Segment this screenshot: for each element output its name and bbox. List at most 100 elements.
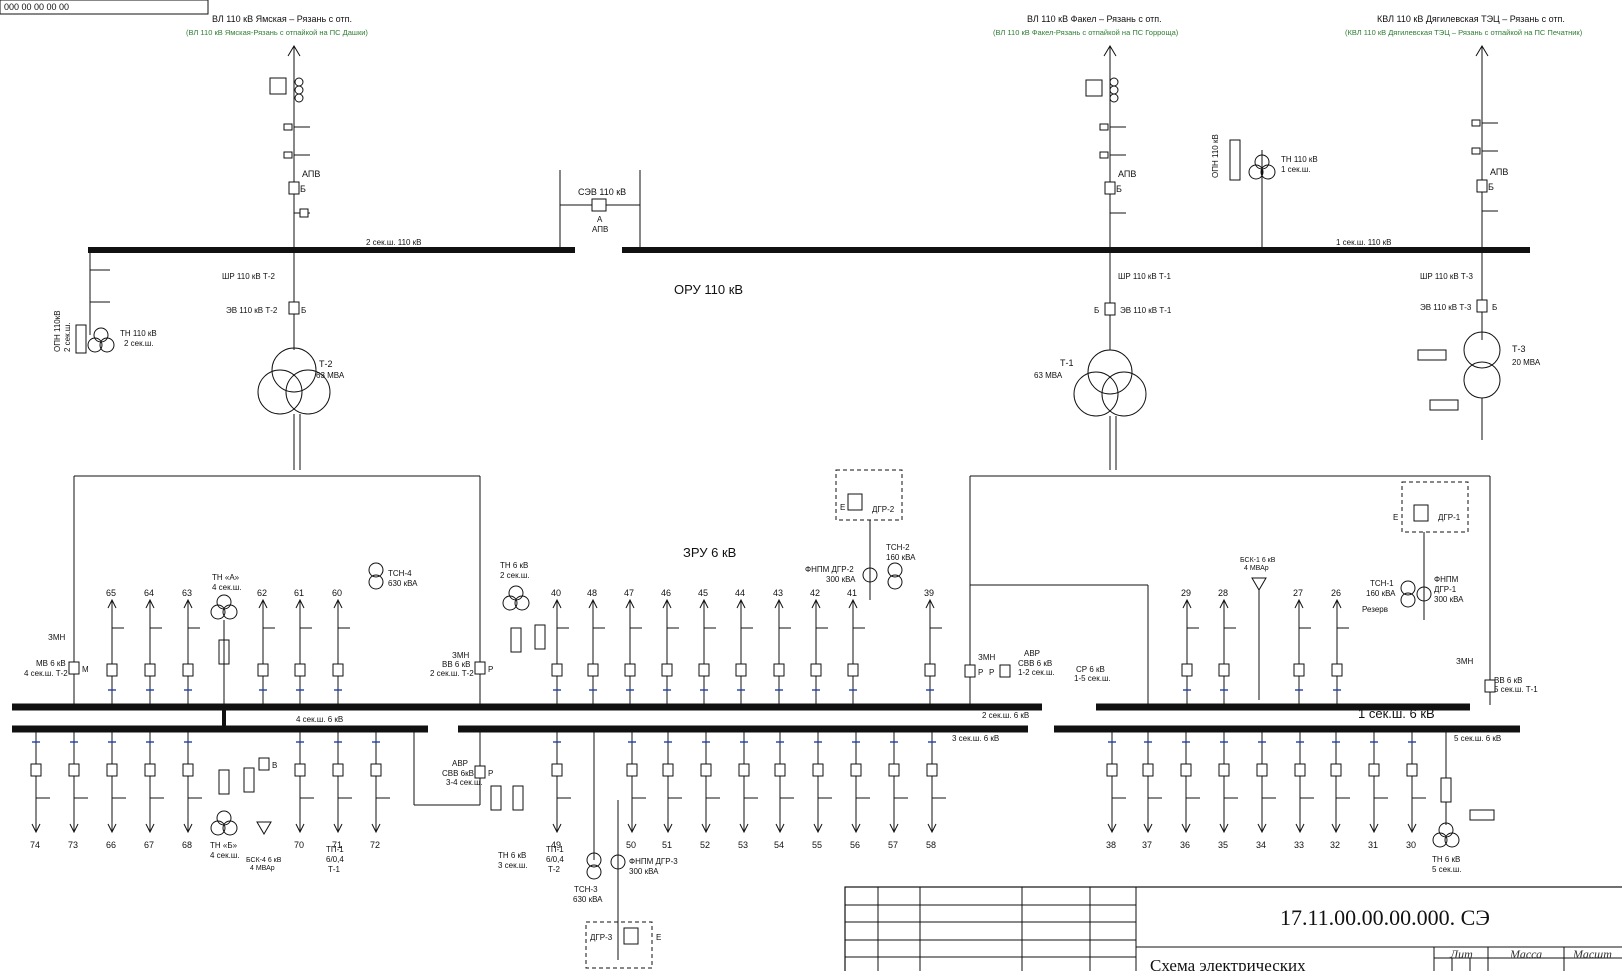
sr6-label: СР 6 кВ bbox=[1076, 665, 1105, 674]
sev-110-bay: СЭВ 110 кВ А АПВ bbox=[559, 170, 641, 250]
feeder-number: 63 bbox=[182, 588, 192, 598]
feeder-number: 39 bbox=[924, 588, 934, 598]
feeder-top: 64 bbox=[144, 588, 162, 705]
vv6-2-p: Р bbox=[488, 665, 493, 674]
feeder-bottom: 36 bbox=[1180, 729, 1200, 850]
feeder-number: 37 bbox=[1142, 840, 1152, 850]
bay-fakel: АПВ Б bbox=[1085, 45, 1136, 250]
feeder-number: 32 bbox=[1330, 840, 1340, 850]
line-fakel-subtitle: (ВЛ 110 кВ Факел-Рязань с отпайкой на ПС… bbox=[993, 28, 1179, 37]
feeder-bottom: 68 bbox=[182, 729, 202, 850]
feeder-bottom: 55 bbox=[812, 729, 832, 850]
th6-2-group: ТН 6 кВ 2 сек.ш. bbox=[500, 561, 546, 653]
avr-label-2: АВР bbox=[452, 759, 468, 768]
avr-label-1: АВР bbox=[1024, 649, 1040, 658]
th-b-label: ТН «Б» bbox=[210, 841, 238, 850]
feeder-bottom: 38 bbox=[1106, 729, 1126, 850]
feeder-number: 27 bbox=[1293, 588, 1303, 598]
feeder-number: 47 bbox=[624, 588, 634, 598]
tsn4-power: 630 кВА bbox=[388, 579, 418, 588]
feeder-bottom: 50 bbox=[626, 729, 646, 850]
bus-6-sec4-label: 4 сек.ш. 6 кВ bbox=[296, 715, 343, 724]
feeder-top: 44 bbox=[735, 588, 753, 705]
feeder-top: 47 bbox=[624, 588, 642, 705]
fnpm1-dgr: ДГР-1 bbox=[1434, 585, 1457, 594]
tp1-ratio: 6/0,4 bbox=[326, 855, 344, 864]
feeder-number: 45 bbox=[698, 588, 708, 598]
dgr1-group: Е ДГР-1 ТСН-1 160 кВА ФНПМ ДГР-1 300 кВА… bbox=[1362, 481, 1469, 620]
feeder-bottom: 37 bbox=[1142, 729, 1162, 850]
ev-t2-b: Б bbox=[301, 306, 306, 315]
opn110-2-label: ОПН 110кВ bbox=[53, 310, 62, 352]
vv6-1-label: ВВ 6 кВ bbox=[1494, 676, 1522, 685]
feeder-bottom: 73 bbox=[68, 729, 88, 850]
csv34-label: СВВ 6кВ bbox=[442, 769, 474, 778]
csv12-sec: 1-2 сек.ш. bbox=[1018, 668, 1055, 677]
feeder-top: 39 bbox=[924, 588, 942, 705]
stamp-scale: Масшт bbox=[1572, 947, 1612, 961]
feeder-top: 43 bbox=[773, 588, 791, 705]
feeder-number: 48 bbox=[587, 588, 597, 598]
tsn3-power: 630 кВА bbox=[573, 895, 603, 904]
th-a-group: ТН «А» 4 сек.ш. ТСН-4 630 кВА bbox=[210, 562, 418, 705]
avr-34-group: Р АВР СВВ 6кВ 3-4 сек.ш. bbox=[413, 729, 493, 806]
bus-110-sec1-label: 1 сек.ш. 110 кВ bbox=[1336, 238, 1392, 247]
title-block: 17.11.00.00.00.000. СЭ Лит Масса Масшт С… bbox=[844, 886, 1622, 971]
zmn-label-3: ЗМН bbox=[978, 653, 995, 662]
feeder-number: 36 bbox=[1180, 840, 1190, 850]
feeder-bottom: 74 bbox=[30, 729, 50, 850]
tsn3-label: ТСН-3 bbox=[574, 885, 598, 894]
bus-6-sec5-label: 5 сек.ш. 6 кВ bbox=[1454, 734, 1501, 743]
tsn2-label: ТСН-2 bbox=[886, 543, 910, 552]
csv34-sec: 3-4 сек.ш. bbox=[446, 778, 483, 787]
feeder-number: 70 bbox=[294, 840, 304, 850]
feeder-number: 65 bbox=[106, 588, 116, 598]
fnpm3-label: ФНПМ ДГР-3 bbox=[629, 857, 678, 866]
feeder-bottom: 58 bbox=[926, 729, 946, 850]
line-dyagilev-title: КВЛ 110 кВ Дягилевская ТЭЦ – Рязань с от… bbox=[1377, 14, 1565, 24]
feeder-number: 61 bbox=[294, 588, 304, 598]
feeder-number: 71 bbox=[332, 840, 342, 850]
feeder-top: 29 bbox=[1181, 588, 1199, 705]
th110-2-group: ТН 110 кВ 2 сек.ш. ОПН 110кВ 2 сек.ш. bbox=[53, 250, 157, 354]
bsk4-power: 4 МВАр bbox=[250, 865, 275, 872]
th110-1-group: ТН 110 кВ 1 сек.ш. ОПН 110 кВ bbox=[1211, 134, 1318, 248]
apv-label-3: АПВ bbox=[1490, 167, 1508, 177]
feeder-number: 55 bbox=[812, 840, 822, 850]
th110-2-sec: 2 сек.ш. bbox=[124, 339, 153, 348]
dgr2-label: ДГР-2 bbox=[872, 505, 895, 514]
stamp-lit: Лит bbox=[1449, 947, 1473, 961]
feeder-number: 54 bbox=[774, 840, 784, 850]
bsk1-power: 4 МВАр bbox=[1244, 565, 1269, 572]
feeder-top: 28 bbox=[1218, 588, 1236, 705]
feeder-top: 63 bbox=[182, 588, 200, 705]
csv12-label: СВВ 6 кВ bbox=[1018, 659, 1052, 668]
feeder-bottom: 31 bbox=[1368, 729, 1388, 850]
mv6-label: МВ 6 кВ bbox=[36, 659, 66, 668]
feeder-number: 38 bbox=[1106, 840, 1116, 850]
b-label-3: Б bbox=[1488, 182, 1494, 192]
th110-1-sec: 1 сек.ш. bbox=[1281, 165, 1310, 174]
t3-power: 20 МВА bbox=[1512, 358, 1541, 367]
fnpm3-power: 300 кВА bbox=[629, 867, 659, 876]
feeder-bottom: 54 bbox=[774, 729, 794, 850]
th6-3-group: ТН 6 кВ 3 сек.ш. ТП-1 6/0,4 Т-2 bbox=[490, 785, 564, 874]
feeder-number: 35 bbox=[1218, 840, 1228, 850]
feeder-number: 50 bbox=[626, 840, 636, 850]
feeder-bottom: 30 bbox=[1406, 729, 1426, 850]
tsn4-label: ТСН-4 bbox=[388, 569, 412, 578]
tp1-49-label: ТП-1 bbox=[546, 845, 564, 854]
feeder-top: 62 bbox=[257, 588, 275, 705]
feeder-top: 46 bbox=[661, 588, 679, 705]
th110-1-label: ТН 110 кВ bbox=[1281, 155, 1318, 164]
sr6-sec: 1-5 сек.ш. bbox=[1074, 674, 1111, 683]
feeder-bottom: 72 bbox=[370, 729, 390, 850]
dgr3-label: ДГР-3 bbox=[590, 933, 613, 942]
th6-2-sec: 2 сек.ш. bbox=[500, 571, 529, 580]
sev-label: СЭВ 110 кВ bbox=[578, 187, 626, 197]
th-a-label: ТН «А» bbox=[212, 573, 240, 582]
feeder-bottom: 33 bbox=[1294, 729, 1314, 850]
shr-t1-label: ШР 110 кВ Т-1 bbox=[1118, 272, 1171, 281]
tp1-t: Т-1 bbox=[328, 865, 341, 874]
